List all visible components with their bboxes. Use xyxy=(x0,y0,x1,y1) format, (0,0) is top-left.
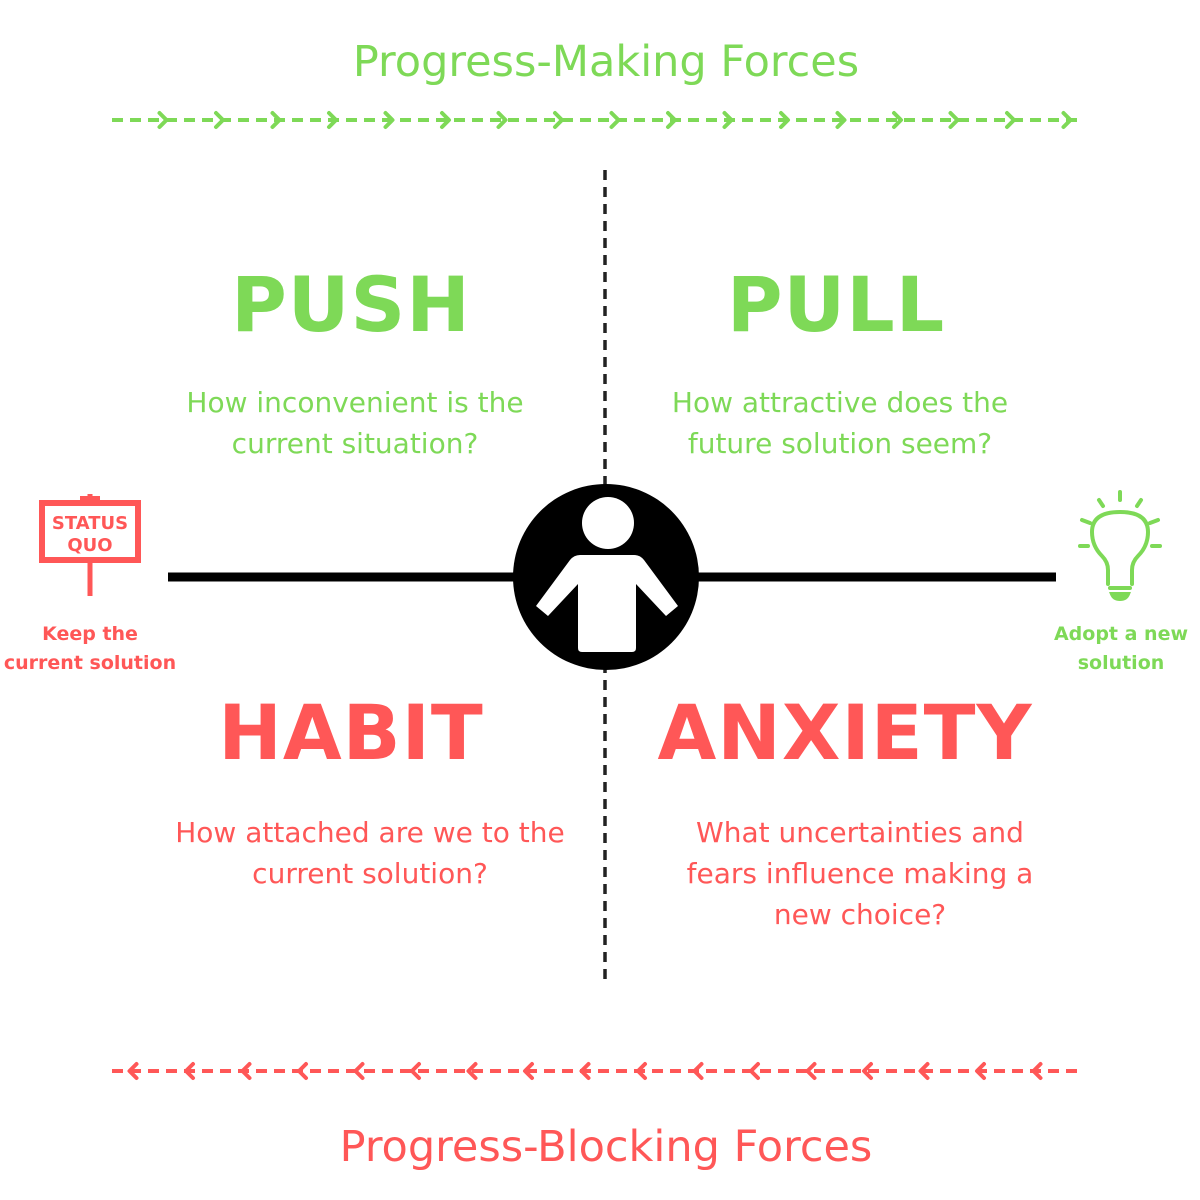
pull-heading: PULL xyxy=(726,260,946,349)
arrow-right-icon xyxy=(1005,111,1016,129)
arrow-left-icon xyxy=(523,1062,534,1080)
arrow-right-icon xyxy=(327,111,338,129)
anxiety-heading: ANXIETY xyxy=(657,688,1033,777)
status-quo-sign-text-1: STATUS xyxy=(52,513,128,534)
arrow-left-icon xyxy=(353,1062,365,1080)
arrow-left-icon xyxy=(805,1062,817,1080)
arrow-right-icon xyxy=(383,111,395,129)
arrow-left-icon xyxy=(692,1062,704,1080)
arrow-right-icon xyxy=(835,111,847,129)
arrow-left-icon xyxy=(862,1062,873,1080)
arrow-left-icon xyxy=(975,1062,986,1080)
arrow-left-icon xyxy=(184,1062,195,1080)
arrow-left-icon xyxy=(636,1062,647,1080)
progress-making-arrows xyxy=(112,111,1084,129)
push-question: How inconvenient is the current situatio… xyxy=(186,386,524,460)
arrow-left-icon xyxy=(410,1062,421,1080)
lightbulb-icon xyxy=(1078,490,1162,602)
arrow-right-icon xyxy=(666,111,677,129)
anxiety-question: What uncertainties and fears influence m… xyxy=(686,816,1034,931)
pull-question: How attractive does the future solution … xyxy=(671,386,1009,460)
arrow-right-icon xyxy=(609,111,621,129)
arrow-right-icon xyxy=(722,111,734,129)
adopt-new-solution-label: Adopt a new solution xyxy=(1053,623,1189,674)
arrow-right-icon xyxy=(779,111,790,129)
status-quo-sign-icon: STATUS QUO xyxy=(39,494,141,596)
arrow-right-icon xyxy=(157,111,169,129)
habit-heading: HABIT xyxy=(218,688,484,777)
arrow-left-icon xyxy=(1031,1062,1043,1080)
progress-blocking-forces-title: Progress-Blocking Forces xyxy=(339,1122,873,1172)
habit-question: How attached are we to the current solut… xyxy=(175,816,565,890)
arrow-left-icon xyxy=(240,1062,252,1080)
arrow-left-icon xyxy=(127,1062,139,1080)
arrow-left-icon xyxy=(297,1062,308,1080)
person-icon xyxy=(513,484,699,670)
arrow-right-icon xyxy=(440,111,451,129)
arrow-left-icon xyxy=(579,1062,591,1080)
keep-current-solution-label: Keep the current solution xyxy=(3,623,177,674)
arrow-right-icon xyxy=(270,111,282,129)
push-heading: PUSH xyxy=(231,260,471,349)
arrow-left-icon xyxy=(918,1062,930,1080)
arrow-right-icon xyxy=(214,111,225,129)
progress-blocking-arrows xyxy=(112,1062,1084,1080)
arrow-left-icon xyxy=(749,1062,760,1080)
arrow-right-icon xyxy=(553,111,564,129)
arrow-right-icon xyxy=(892,111,903,129)
arrow-right-icon xyxy=(496,111,508,129)
arrow-right-icon xyxy=(1061,111,1073,129)
status-quo-sign-text-2: QUO xyxy=(67,535,112,556)
arrow-left-icon xyxy=(466,1062,478,1080)
arrow-right-icon xyxy=(948,111,960,129)
progress-making-forces-title: Progress-Making Forces xyxy=(352,37,860,87)
